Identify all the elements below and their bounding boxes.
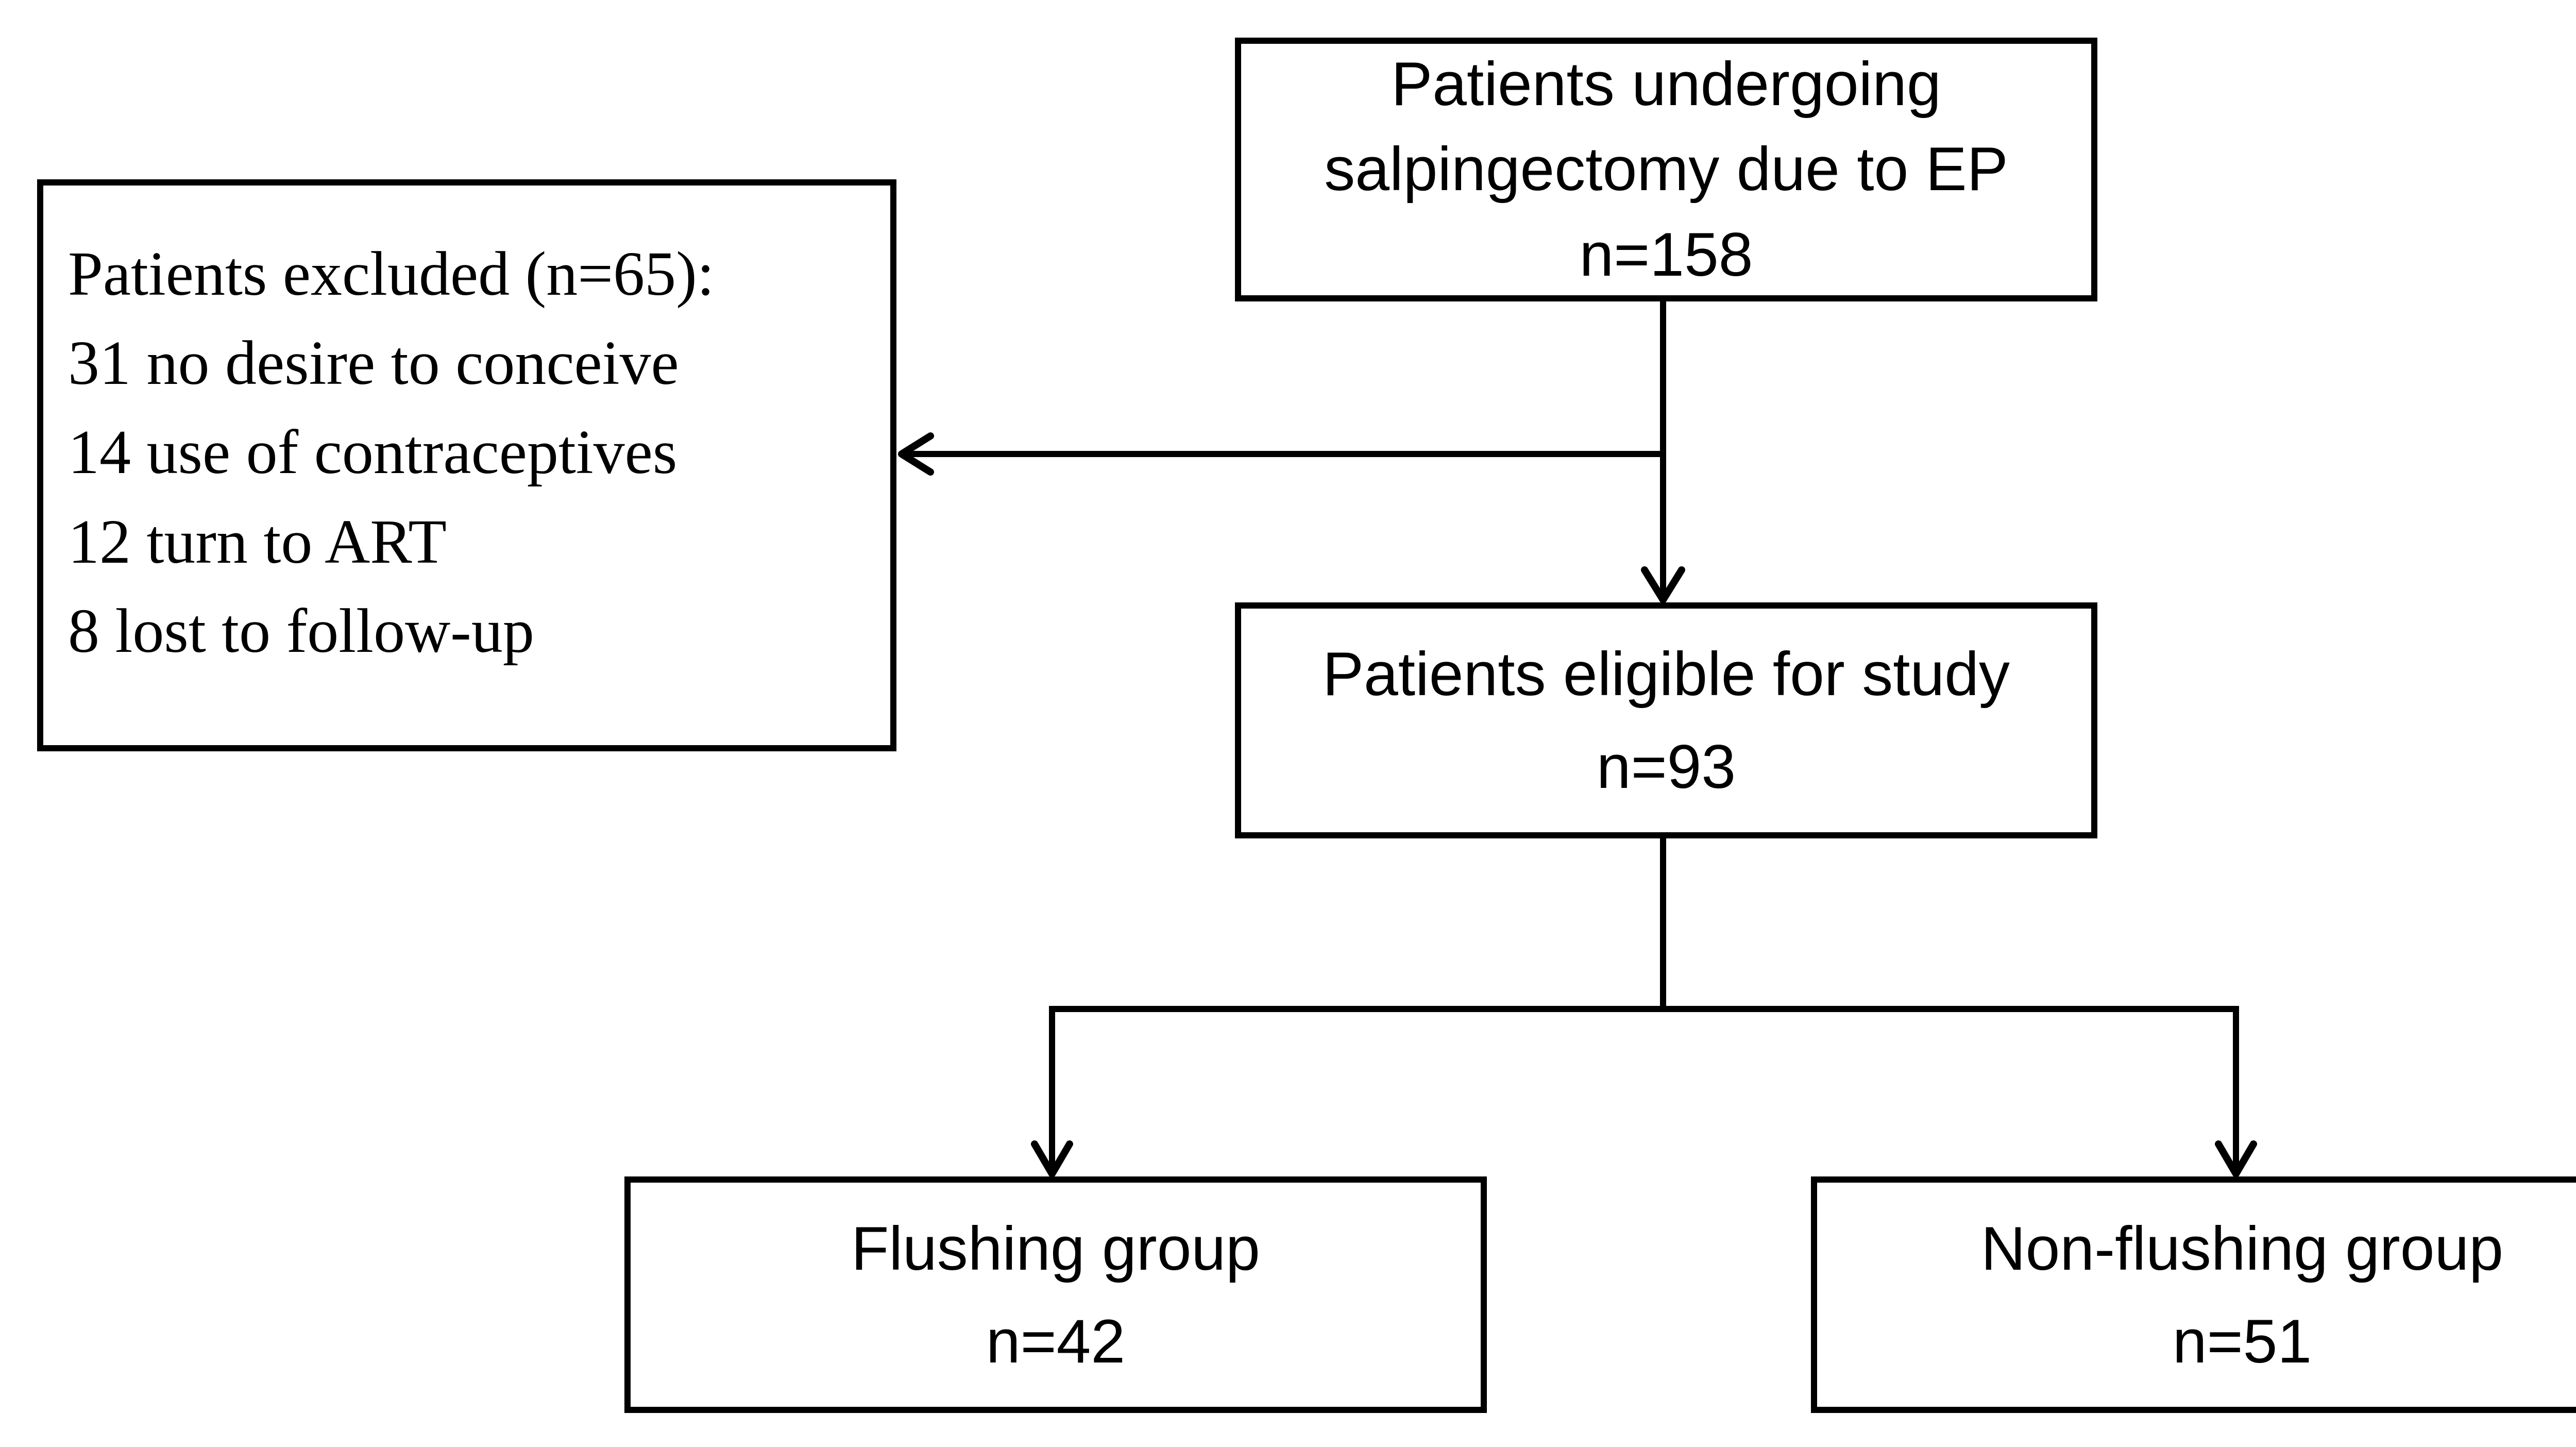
node-source-line-2: salpingectomy due to EP	[1324, 134, 2008, 204]
arrow-down-eligible-icon	[1641, 566, 1685, 603]
node-non-flushing-group: Non-flushing group n=51	[1811, 1176, 2576, 1413]
node-excluded-reason-1: 31 no desire to conceive	[68, 328, 679, 398]
node-flushing-group: Flushing group n=42	[624, 1176, 1487, 1413]
node-non-flushing-group-label: Non-flushing group	[1981, 1214, 2503, 1283]
arrow-left-excluded-icon	[898, 432, 934, 476]
node-excluded-reason-3: 12 turn to ART	[68, 507, 447, 577]
node-source-line-1: Patients undergoing	[1391, 49, 1941, 119]
arrow-down-non-flushing-icon	[2215, 1140, 2257, 1177]
node-non-flushing-group-count: n=51	[2172, 1306, 2312, 1376]
edge-branch-to-groups-line	[1049, 1006, 2239, 1171]
node-source: Patients undergoing salpingectomy due to…	[1235, 38, 2097, 301]
arrow-down-flushing-icon	[1031, 1140, 1073, 1177]
node-eligible-count: n=93	[1596, 732, 1736, 801]
node-flushing-group-count: n=42	[986, 1306, 1126, 1376]
node-eligible: Patients eligible for study n=93	[1235, 602, 2097, 838]
node-flushing-group-label: Flushing group	[851, 1214, 1260, 1283]
arrowheads	[898, 432, 2257, 1177]
node-excluded-reason-2: 14 use of contraceptives	[68, 417, 677, 487]
node-excluded-reason-4: 8 lost to follow-up	[68, 596, 534, 666]
node-eligible-line-1: Patients eligible for study	[1322, 640, 2010, 709]
node-excluded: Patients excluded (n=65): 31 no desire t…	[37, 179, 896, 751]
node-excluded-title: Patients excluded (n=65):	[68, 239, 715, 309]
node-source-count: n=158	[1579, 220, 1753, 289]
edge-lines	[908, 301, 2239, 1171]
